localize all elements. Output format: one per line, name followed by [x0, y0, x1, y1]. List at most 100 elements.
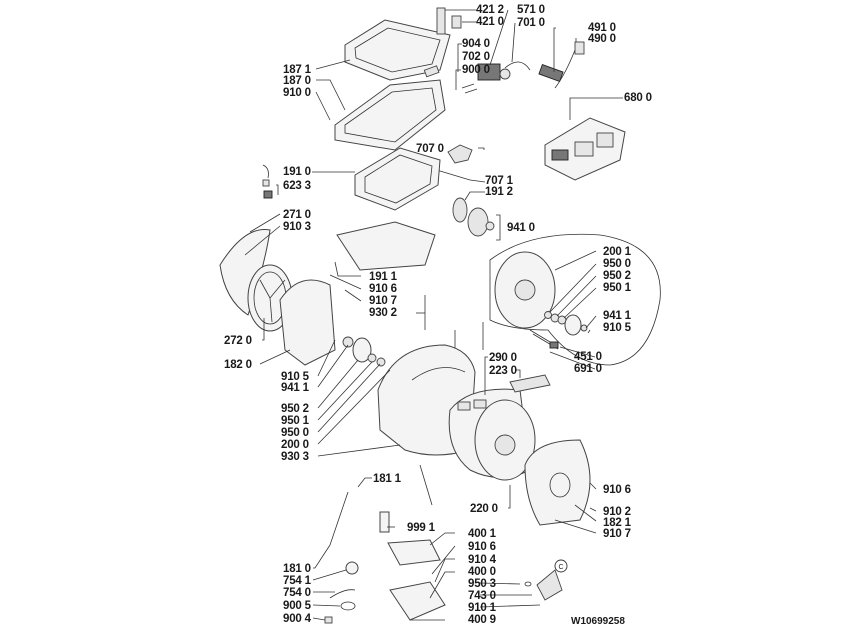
heater-part: [529, 329, 559, 350]
part-label: 702 0: [462, 51, 490, 63]
tub-rim-part: [411, 367, 466, 381]
part-label: 910 3: [283, 221, 311, 233]
part-label: 950 3: [468, 578, 496, 590]
part-label: 754 1: [283, 575, 311, 587]
part-label: 910 1: [468, 602, 496, 614]
lid-part: [336, 221, 436, 271]
part-label: 181 0: [283, 563, 311, 575]
part-label: 910 2: [603, 506, 631, 518]
part-label: 950 1: [603, 282, 631, 294]
tub-ring-part: [354, 147, 441, 211]
part-label: 400 0: [468, 566, 496, 578]
part-label: 691 0: [574, 363, 602, 375]
pressure-switch-part: [536, 569, 563, 601]
drain-hose-part: [329, 589, 356, 599]
lid-tray-part: [344, 19, 451, 81]
part-label: 290 0: [489, 352, 517, 364]
part-label: 191 2: [485, 186, 513, 198]
part-label: 941 1: [281, 382, 309, 394]
part-label: 707 1: [485, 175, 513, 187]
part-label: 187 1: [283, 64, 311, 76]
part-label: 623 3: [283, 180, 311, 192]
part-label: 490 0: [588, 33, 616, 45]
part-label: 930 3: [281, 451, 309, 463]
power-cord-part: [538, 41, 585, 89]
callout-circle: [554, 559, 568, 573]
leader-lines: [244, 9, 623, 621]
filter-part: [379, 511, 390, 533]
part-label: 910 6: [603, 484, 631, 496]
sensor-part: [447, 144, 473, 164]
part-label: 910 6: [468, 541, 496, 553]
part-label: 400 1: [468, 528, 496, 540]
part-label: 743 0: [468, 590, 496, 602]
part-label: 421 0: [476, 16, 504, 28]
ring-part: [345, 561, 359, 575]
part-label: 910 7: [369, 295, 397, 307]
part-label: 181 1: [373, 473, 401, 485]
part-label: 200 1: [603, 246, 631, 258]
part-label: 900 0: [462, 64, 490, 76]
clip-part: [324, 616, 333, 624]
part-label: 910 5: [603, 322, 631, 334]
part-label: 950 0: [603, 258, 631, 270]
part-label: 904 0: [462, 38, 490, 50]
part-label: 900 4: [283, 613, 311, 625]
hose-clamp-part: [340, 601, 356, 611]
part-label: 187 0: [283, 75, 311, 87]
seal-part: [544, 311, 588, 336]
document-id: W10699258: [571, 616, 625, 627]
front-panel-part: [279, 279, 336, 366]
part-label: 950 2: [603, 270, 631, 282]
part-label: 272 0: [224, 335, 252, 347]
small-clip-part: [262, 164, 273, 199]
part-label: 707 0: [416, 143, 444, 155]
part-label: 220 0: [470, 503, 498, 515]
part-label: 182 0: [224, 359, 252, 371]
rear-tub-callout: [489, 233, 661, 366]
part-label: 950 1: [281, 415, 309, 427]
part-label: 680 0: [624, 92, 652, 104]
part-label: 182 1: [603, 517, 631, 529]
rear-tub-part: [494, 251, 556, 329]
part-label: 941 1: [603, 310, 631, 322]
part-label: 191 1: [369, 271, 397, 283]
part-label: 910 5: [281, 371, 309, 383]
part-label: 491 0: [588, 22, 616, 34]
shock-absorber-part: [329, 464, 433, 546]
part-label: 271 0: [283, 209, 311, 221]
hinge-part: [436, 7, 462, 35]
dispenser-part: [544, 117, 626, 181]
part-label: 999 1: [407, 522, 435, 534]
part-label: 910 6: [369, 283, 397, 295]
part-label: 950 2: [281, 403, 309, 415]
top-frame-part: [334, 79, 446, 151]
part-label: 941 0: [507, 222, 535, 234]
part-label: 571 0: [517, 4, 545, 16]
part-label: 400 9: [468, 614, 496, 626]
part-label: 191 0: [283, 166, 311, 178]
part-label: 910 0: [283, 87, 311, 99]
part-label: 451 0: [574, 351, 602, 363]
baffle-part: [509, 374, 551, 393]
pulley-part: [452, 197, 495, 237]
valve-part: [477, 63, 511, 81]
pump-cover-part: [387, 539, 441, 566]
part-label: 200 0: [281, 439, 309, 451]
bearing-part: [342, 336, 386, 367]
part-label: 900 5: [283, 600, 311, 612]
part-label: 223 0: [489, 365, 517, 377]
part-label: 950 0: [281, 427, 309, 439]
rear-panel-part: [524, 439, 591, 526]
part-label: 701 0: [517, 17, 545, 29]
inner-basket-part: [448, 388, 536, 481]
part-label: 421 2: [476, 4, 504, 16]
drain-pump-part: [389, 581, 446, 621]
part-label: 930 2: [369, 307, 397, 319]
screw-part: [461, 83, 478, 94]
hose-part: [504, 61, 531, 71]
callout-letter: C: [558, 564, 563, 571]
latch-part: [423, 65, 440, 78]
